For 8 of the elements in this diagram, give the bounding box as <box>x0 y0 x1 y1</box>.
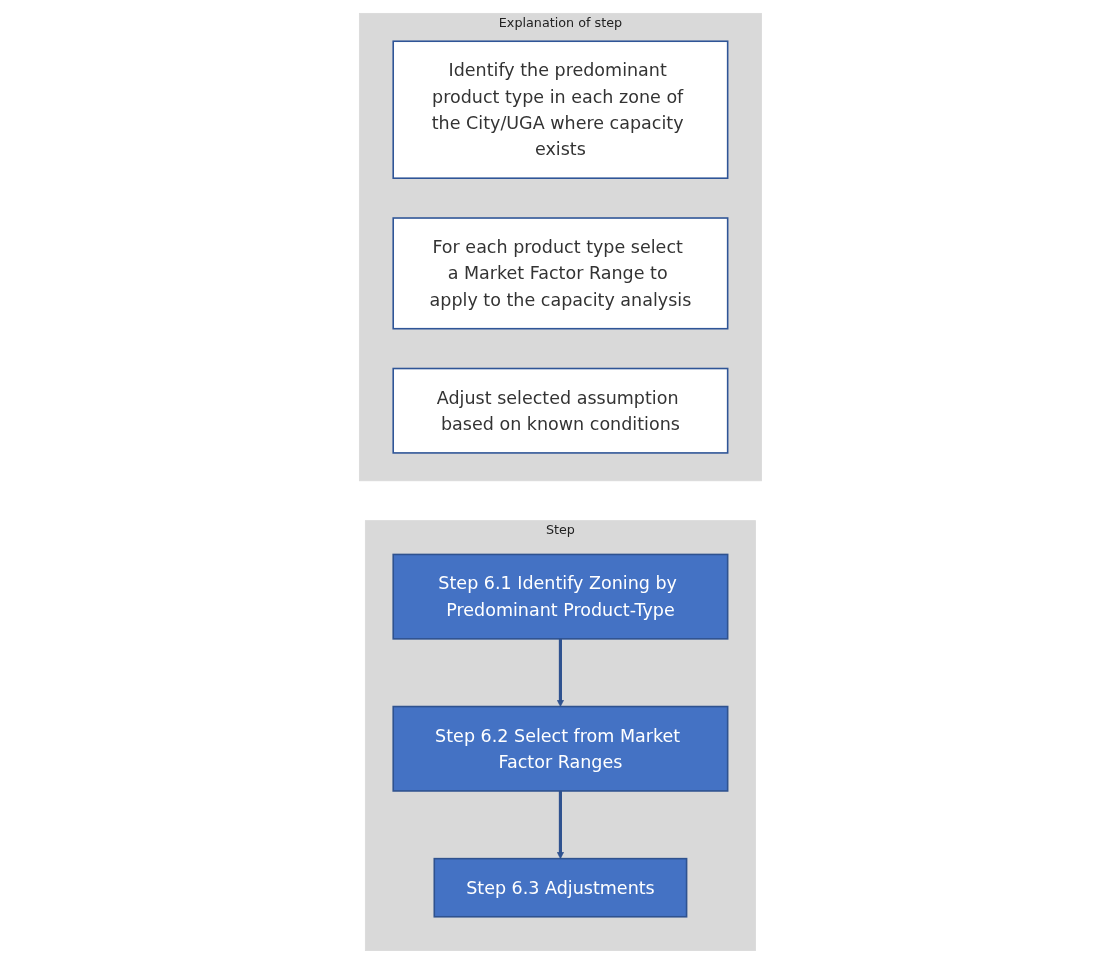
node-box: Step 6.3 Adjustments <box>433 857 687 918</box>
arrow <box>556 638 564 707</box>
arrow <box>556 790 564 859</box>
node-box: Identify the predominant product type in each zone of the City/UGA where capacity exists <box>392 39 728 179</box>
node-box: For each product type select a Market Factor Range to apply to the capacity analysis <box>392 216 728 329</box>
node-box: Step 6.1 Identify Zoning by Predominant Product-Type <box>392 553 728 640</box>
node-box: Adjust selected assumption based on known conditions <box>392 367 728 454</box>
node-box: Step 6.2 Select from Market Factor Ranges <box>392 705 728 792</box>
